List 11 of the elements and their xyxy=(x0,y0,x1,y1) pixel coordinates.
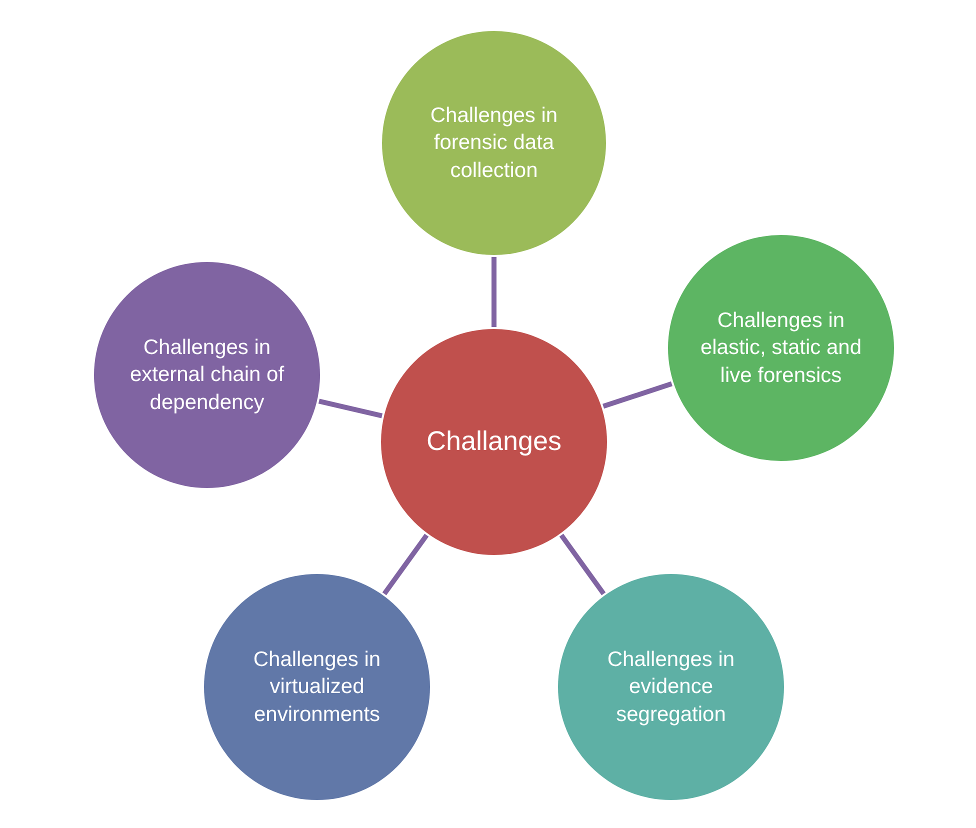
circle-label: Challenges in virtualized environments xyxy=(252,647,382,728)
connector-line xyxy=(602,381,672,409)
circle-label: Challenges in forensic data collection xyxy=(429,103,559,184)
connector-line xyxy=(318,398,383,418)
connector-line xyxy=(492,257,496,327)
circle-label: Challenges in evidence segregation xyxy=(606,647,736,728)
connector-line xyxy=(559,534,606,596)
circle-label: Challenges in external chain of dependency xyxy=(128,335,286,416)
connector-line xyxy=(382,534,429,596)
circle-label: Challanges xyxy=(426,425,562,458)
circle-label: Challenges in elastic, static and live forensics xyxy=(699,308,863,389)
